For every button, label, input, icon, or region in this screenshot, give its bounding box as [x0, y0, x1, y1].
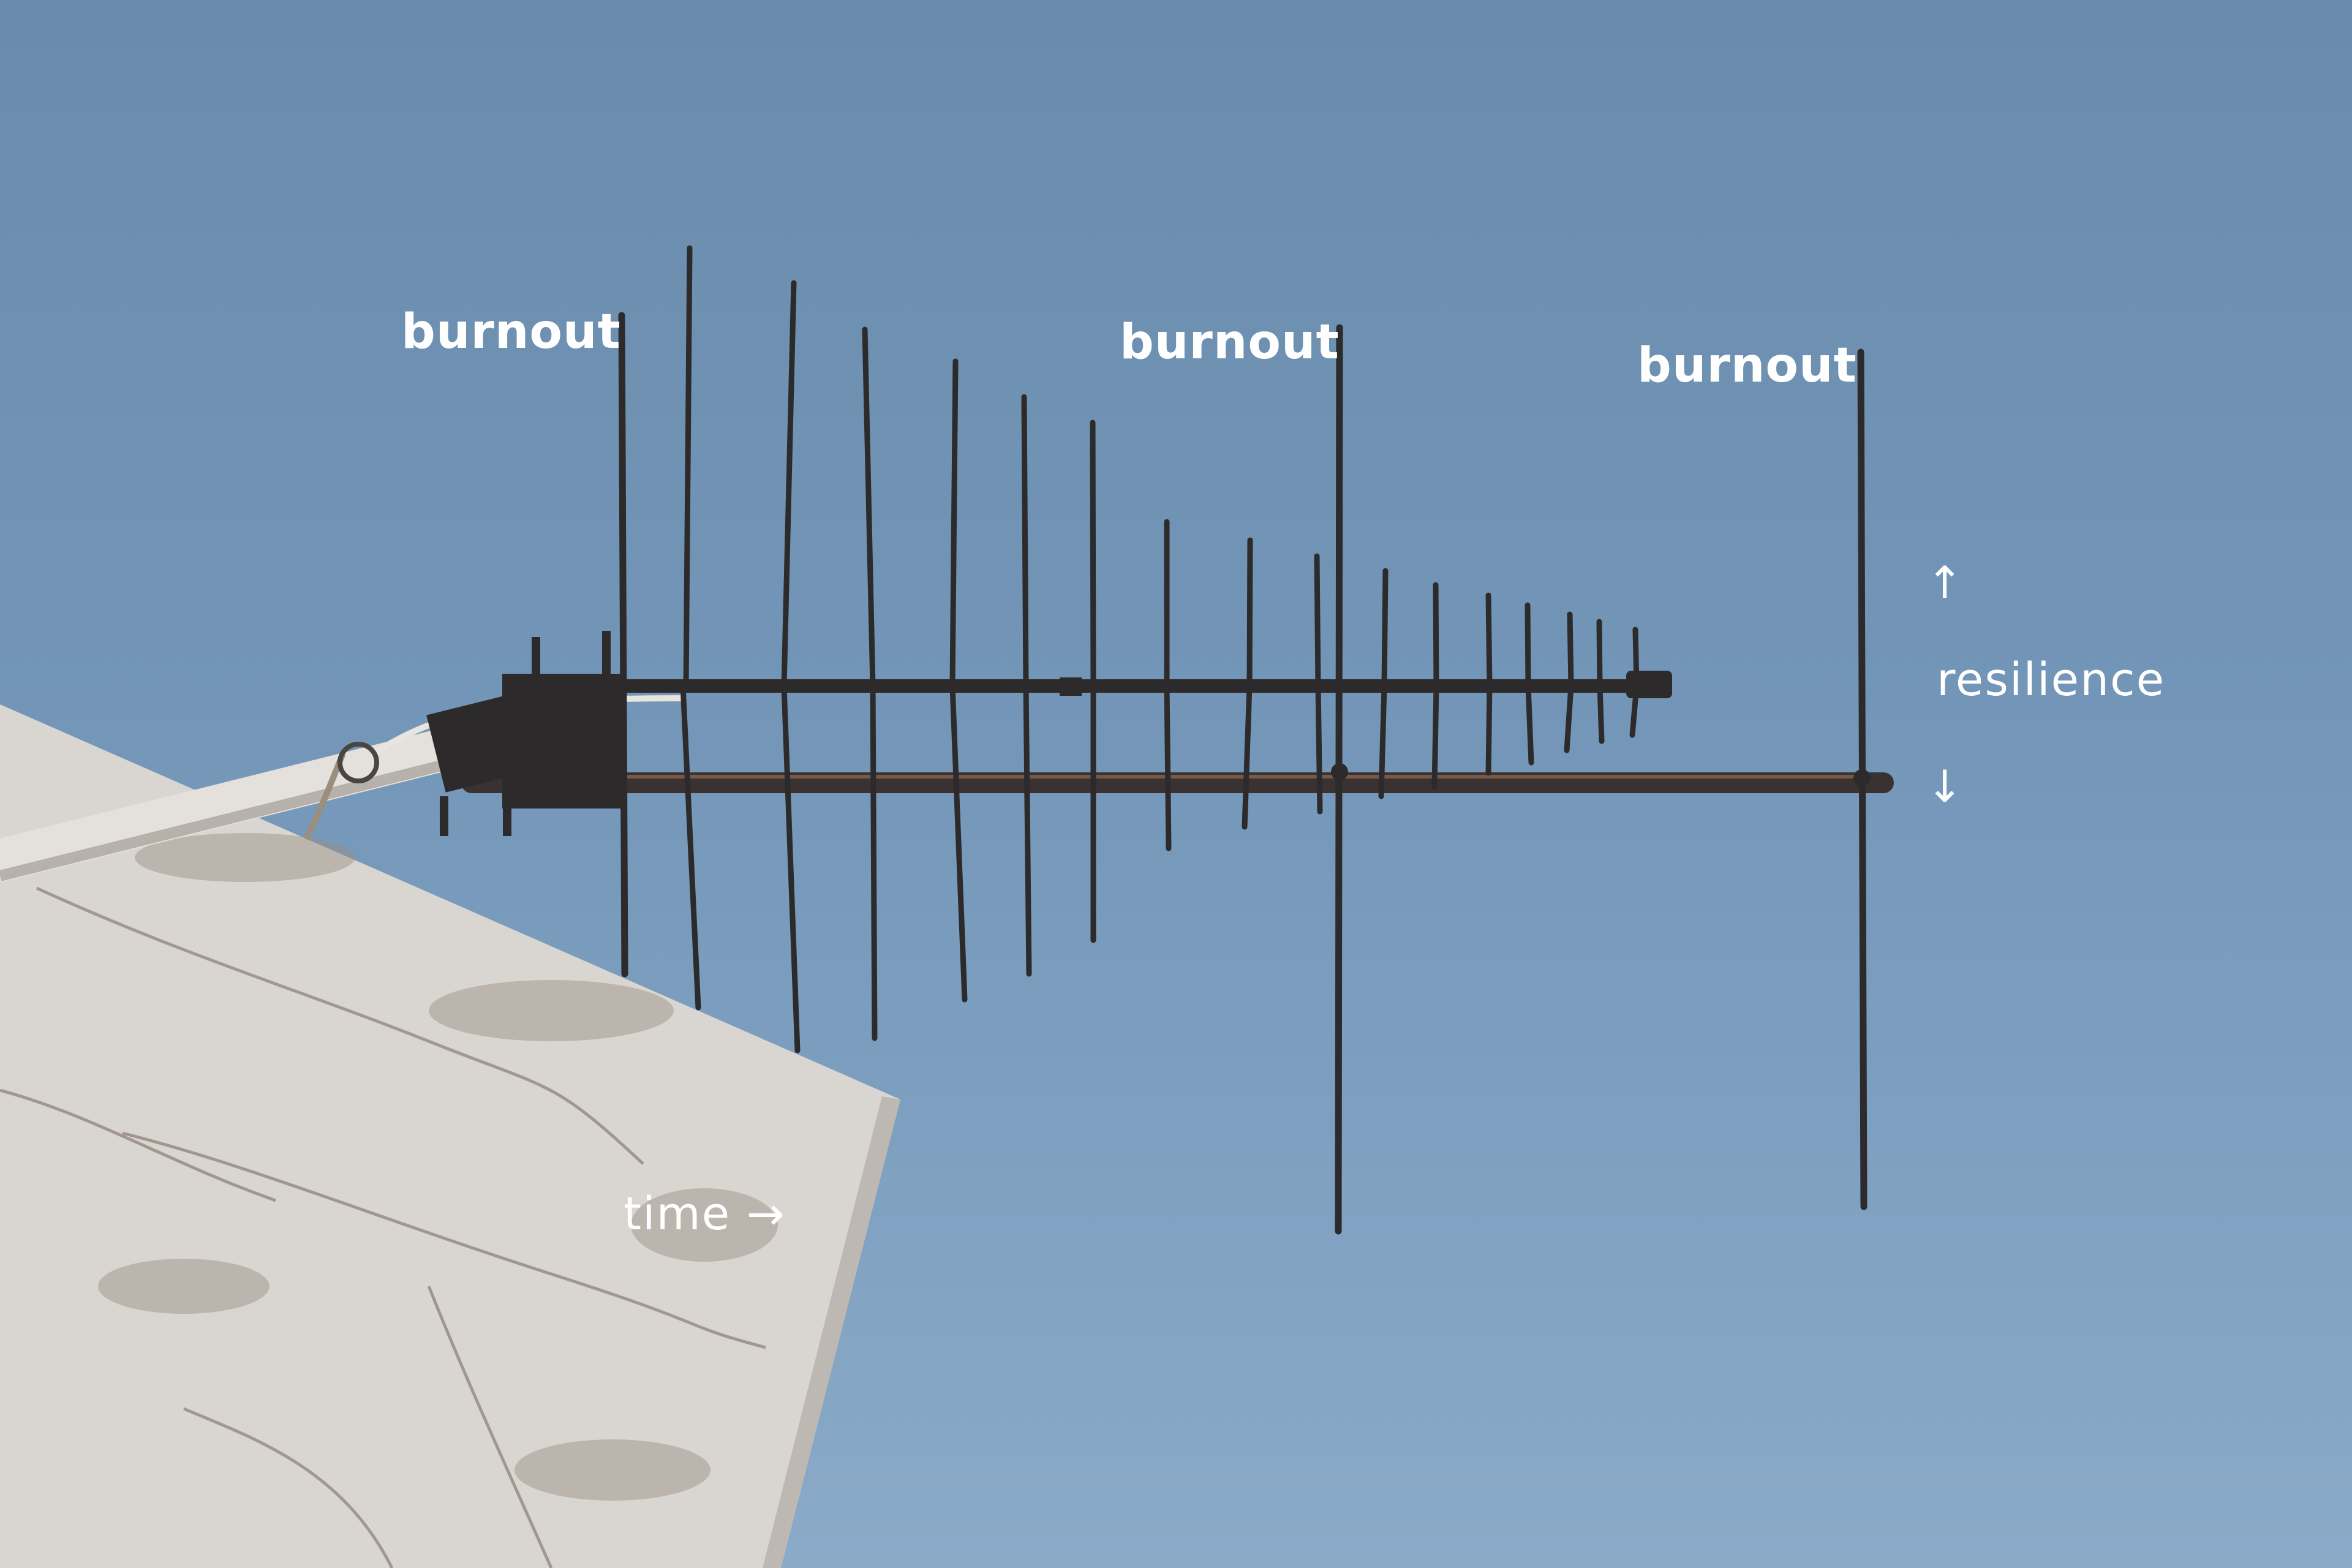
cable-ring — [337, 742, 379, 783]
clamp-bolts — [440, 631, 611, 836]
concrete-wall — [0, 704, 900, 1568]
wall-stains — [98, 833, 778, 1501]
arrow-up-icon: ↑ — [1926, 557, 1964, 608]
resilience-label: resilience — [1937, 654, 2166, 706]
element-mount-3 — [1853, 769, 1871, 786]
arrow-down-icon: ↓ — [1926, 761, 1964, 812]
dipole-elements-lower — [680, 683, 1640, 1054]
dipole-elements-upper — [683, 245, 1640, 689]
boom-joint — [1060, 677, 1082, 696]
time-label: time → — [624, 1188, 786, 1240]
wall-cracks — [0, 886, 766, 1568]
support-pole-shade — [0, 754, 467, 881]
element-mount-2 — [1331, 763, 1348, 780]
upper-boom-cap — [1626, 671, 1672, 698]
burnout-label-3: burnout — [1637, 338, 1857, 393]
burnout-label-1: burnout — [401, 304, 621, 360]
support-pole — [0, 723, 487, 882]
mast-clamp — [502, 674, 625, 809]
wall-shadow-edge — [763, 1096, 900, 1568]
mast-bracket — [426, 696, 523, 793]
burnout-label-2: burnout — [1120, 315, 1340, 370]
